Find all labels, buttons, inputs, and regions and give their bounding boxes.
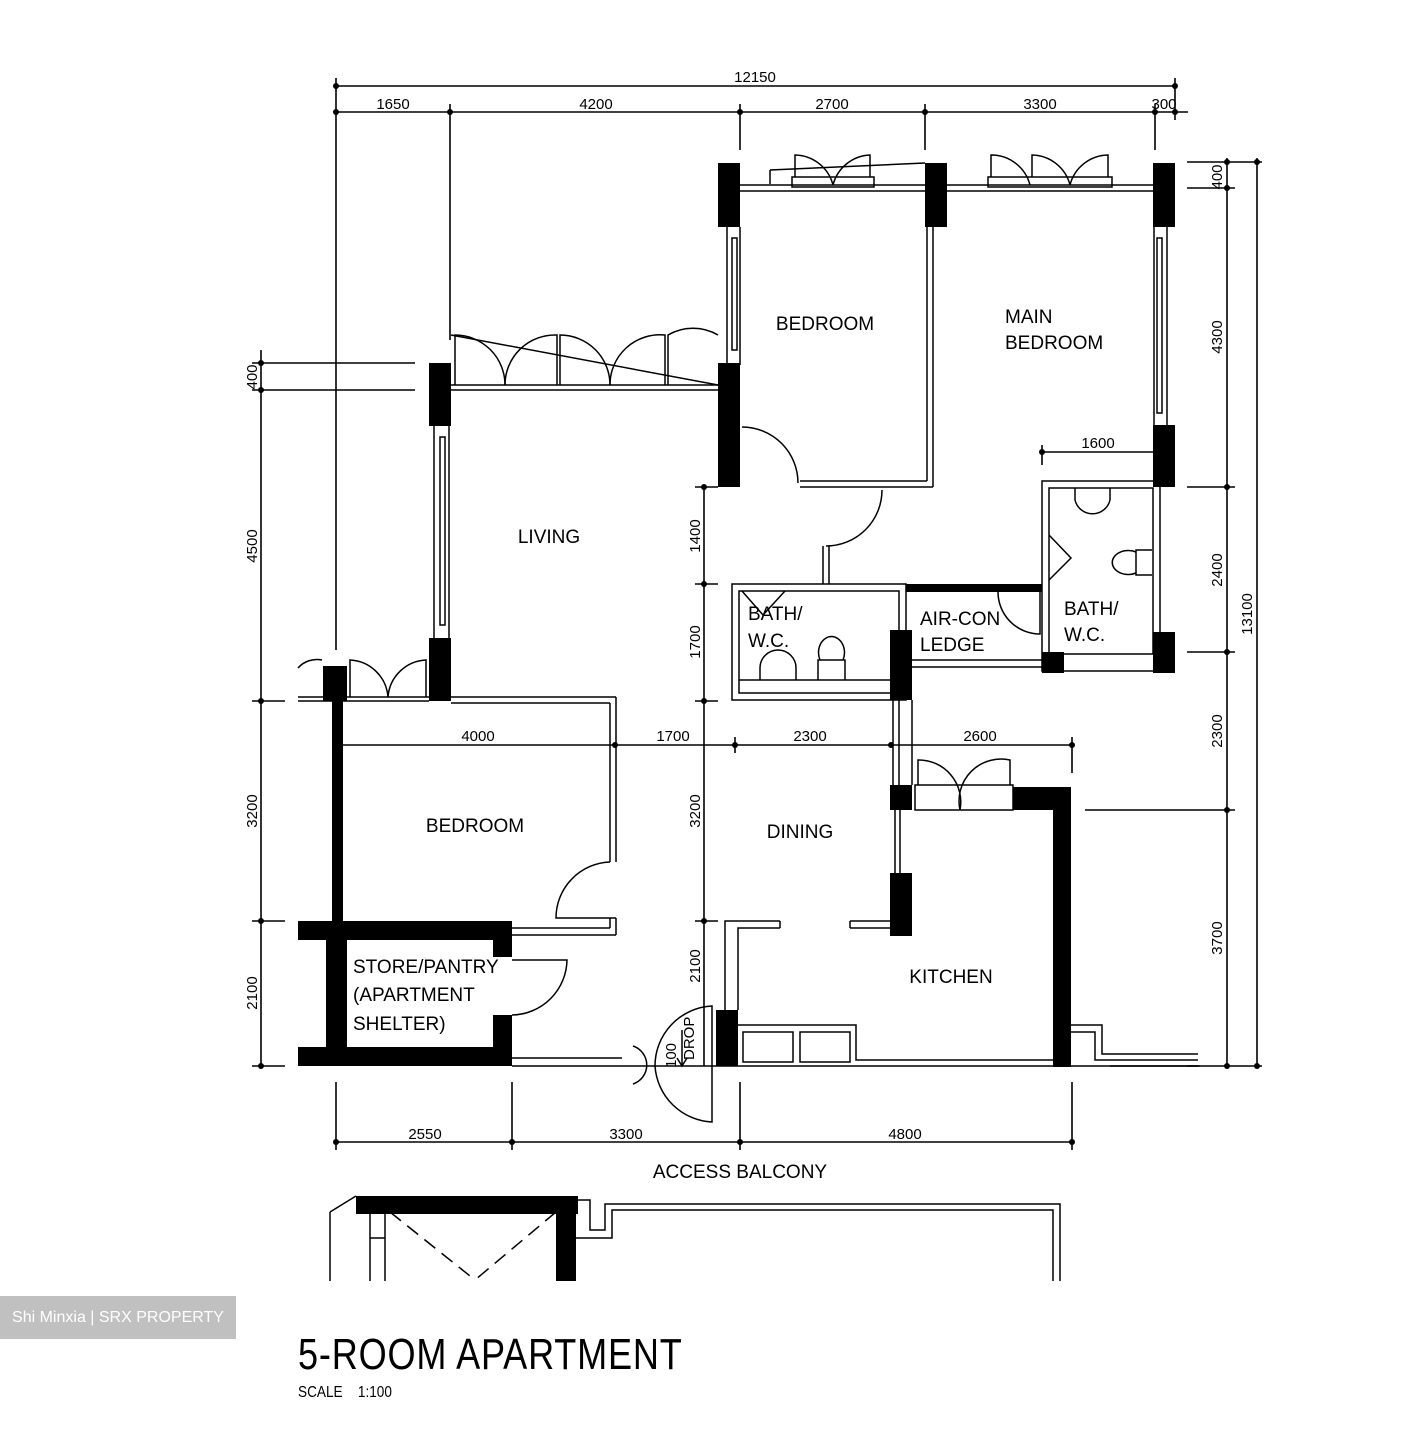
access-balcony-structure	[329, 1195, 1061, 1281]
room-label-bath-left-1: BATH/	[748, 604, 803, 625]
dim-bottom-1: 2550	[408, 1126, 441, 1143]
dim-top-1: 1650	[376, 96, 409, 113]
left-dimensions: 400 4500 3200 2100	[244, 350, 415, 1069]
dim-right-1: 400	[1209, 164, 1226, 189]
dim-bottom-2: 3300	[609, 1126, 642, 1143]
drop-value: 100	[663, 1043, 680, 1068]
watermark: Shi Minxia | SRX PROPERTY	[0, 1296, 236, 1339]
dim-left-3: 3200	[244, 794, 261, 827]
dim-inner-v-4: 2100	[687, 949, 704, 982]
bottom-dimensions: 2550 3300 4800	[333, 1082, 1075, 1150]
dim-inner-h-1: 4000	[461, 728, 494, 745]
room-label-main-bedroom-2: BEDROOM	[1005, 333, 1103, 354]
access-balcony-label: ACCESS BALCONY	[653, 1162, 828, 1183]
dim-inner-h-3: 2300	[793, 728, 826, 745]
room-labels: BEDROOM MAIN BEDROOM LIVING BATH/ W.C. A…	[353, 307, 1119, 1183]
toilet-icon	[817, 635, 846, 680]
dim-inner-v-1: 1400	[687, 519, 704, 552]
dim-inner-h-4: 2600	[963, 728, 996, 745]
inner-vertical-dimensions: 1400 1700 3200 2100	[687, 484, 718, 1066]
basin-icon	[1074, 488, 1111, 515]
scale-note: SCALE 1:100	[298, 1384, 407, 1402]
room-label-bath-right-2: W.C.	[1064, 625, 1105, 646]
room-label-aircon-1: AIR-CON	[920, 609, 1000, 630]
dim-inner-h-2: 1700	[656, 728, 689, 745]
room-label-store-2: (APARTMENT	[353, 985, 475, 1006]
room-label-dining: DINING	[767, 822, 834, 843]
dim-inner-v-2: 1700	[687, 625, 704, 658]
toilet-icon	[1111, 549, 1152, 576]
drop-label: DROP	[681, 1017, 698, 1060]
room-label-living: LIVING	[518, 527, 580, 548]
dim-top-4: 3300	[1023, 96, 1056, 113]
room-label-bedroom-left: BEDROOM	[426, 816, 524, 837]
room-label-bath-right-1: BATH/	[1064, 599, 1119, 620]
dim-right-2: 4300	[1209, 320, 1226, 353]
room-label-bath-left-2: W.C.	[748, 631, 789, 652]
scale-value: 1:100	[357, 1384, 392, 1401]
room-label-store-1: STORE/PANTRY	[353, 957, 499, 978]
sanitary-fixtures	[759, 488, 1152, 680]
room-label-kitchen: KITCHEN	[909, 967, 992, 988]
dim-inner-v-3: 3200	[687, 794, 704, 827]
dim-right-4: 2300	[1209, 714, 1226, 747]
basin-icon	[759, 649, 797, 680]
room-label-bedroom-top: BEDROOM	[776, 314, 874, 335]
dim-top-2: 4200	[579, 96, 612, 113]
room-label-store-3: SHELTER)	[353, 1014, 446, 1035]
right-dimensions: 400 4300 2400 2300 3700 13100	[1085, 158, 1262, 1069]
dim-left-1: 400	[244, 364, 261, 389]
room-label-aircon-2: LEDGE	[920, 635, 984, 656]
dim-right-total: 13100	[1239, 593, 1256, 635]
top-dimensions: 12150 1650 4200 2700 3300 300	[333, 69, 1188, 650]
dim-top-3: 2700	[815, 96, 848, 113]
scale-label: SCALE	[298, 1384, 343, 1401]
dim-right-5: 3700	[1209, 921, 1226, 954]
dim-bottom-3: 4800	[888, 1126, 921, 1143]
dim-left-2: 4500	[244, 529, 261, 562]
walls	[298, 162, 1200, 1067]
dim-top-5: 300	[1151, 96, 1176, 113]
dim-main-bath-width: 1600	[1081, 435, 1114, 452]
dim-left-4: 2100	[244, 976, 261, 1009]
dim-right-3: 2400	[1209, 553, 1226, 586]
dim-top-total: 12150	[734, 69, 776, 86]
door-swings	[297, 154, 1113, 1123]
plan-title: 5-ROOM APARTMENT	[298, 1330, 683, 1379]
room-label-main-bedroom-1: MAIN	[1005, 307, 1053, 328]
